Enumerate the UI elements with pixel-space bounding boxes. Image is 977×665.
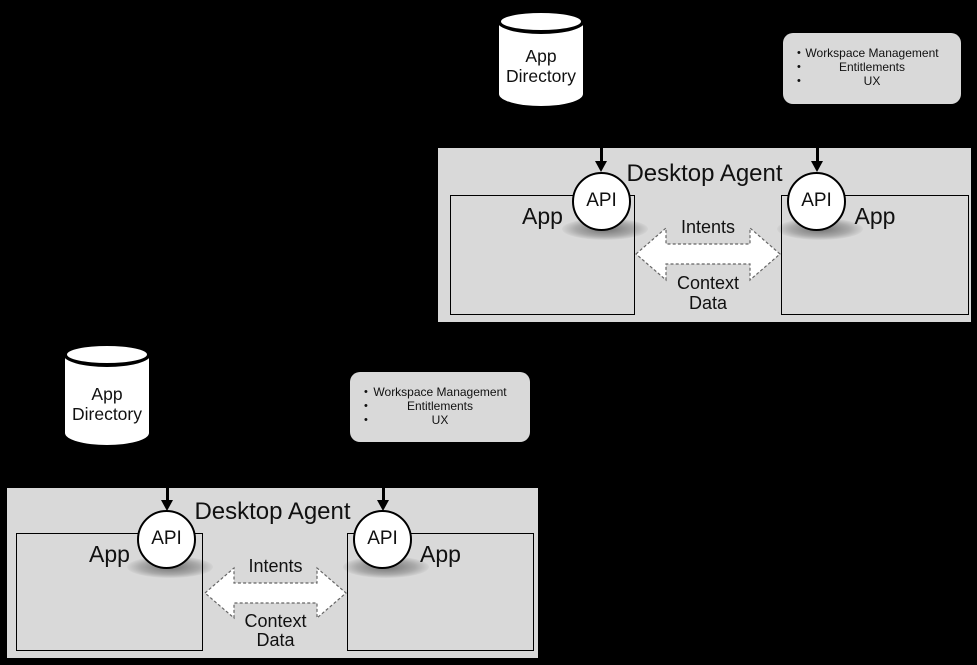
bullet-icon: • (364, 414, 368, 426)
cylinder-body-icon (497, 20, 585, 109)
feature-label: Workspace Management (805, 46, 939, 60)
intents-label: Intents (680, 217, 736, 237)
connector-line (816, 148, 819, 162)
api-circle-right: API (787, 172, 846, 231)
double-arrow-icon (204, 566, 347, 620)
feature-item: • UX (783, 74, 961, 88)
feature-label: UX (431, 413, 449, 427)
desktop-agent-box: Desktop Agent App App API API Intents Co… (436, 146, 973, 324)
bullet-icon: • (797, 47, 801, 59)
feature-item: • Entitlements (783, 60, 961, 74)
desktop-agent-box: Desktop Agent App App API API Intents Co… (5, 486, 540, 660)
app-label: App (522, 203, 563, 229)
feature-item: • Workspace Management (783, 46, 961, 60)
feature-item: • Workspace Management (350, 385, 530, 399)
connector-line (600, 148, 603, 162)
desktop-agent-features-panel: • Workspace Management • Entitlements • … (350, 372, 530, 442)
app-label: App (89, 541, 130, 567)
desktop-agent-features-panel: • Workspace Management • Entitlements • … (783, 33, 961, 104)
api-circle-right: API (353, 510, 412, 569)
context-data-label: Context Data (244, 611, 307, 650)
cylinder-body-icon (63, 353, 151, 448)
intents-label: Intents (248, 556, 303, 576)
app-label: App (420, 541, 461, 567)
down-arrow-icon (811, 161, 823, 172)
down-arrow-icon (377, 500, 389, 511)
bullet-icon: • (797, 61, 801, 73)
desktop-agent-title: Desktop Agent (194, 498, 351, 525)
feature-label: Workspace Management (373, 385, 507, 399)
double-arrow-icon (635, 226, 781, 282)
api-circle-left: API (137, 510, 196, 569)
feature-label: Entitlements (406, 399, 474, 413)
context-data-label: Context Data (676, 273, 740, 313)
connector-line (166, 488, 169, 501)
app-label: App (854, 203, 896, 229)
down-arrow-icon (161, 500, 173, 511)
bullet-icon: • (364, 386, 368, 398)
bullet-icon: • (364, 400, 368, 412)
cylinder-top-icon (497, 9, 585, 34)
feature-label: Entitlements (838, 60, 906, 74)
api-circle-left: API (572, 172, 631, 231)
down-arrow-icon (595, 161, 607, 172)
desktop-agent-title: Desktop Agent (626, 160, 783, 187)
connector-line (382, 488, 385, 501)
cylinder-top-icon (63, 342, 151, 367)
feature-label: UX (863, 74, 881, 88)
bullet-icon: • (797, 75, 801, 87)
feature-item: • Entitlements (350, 399, 530, 413)
feature-item: • UX (350, 413, 530, 427)
